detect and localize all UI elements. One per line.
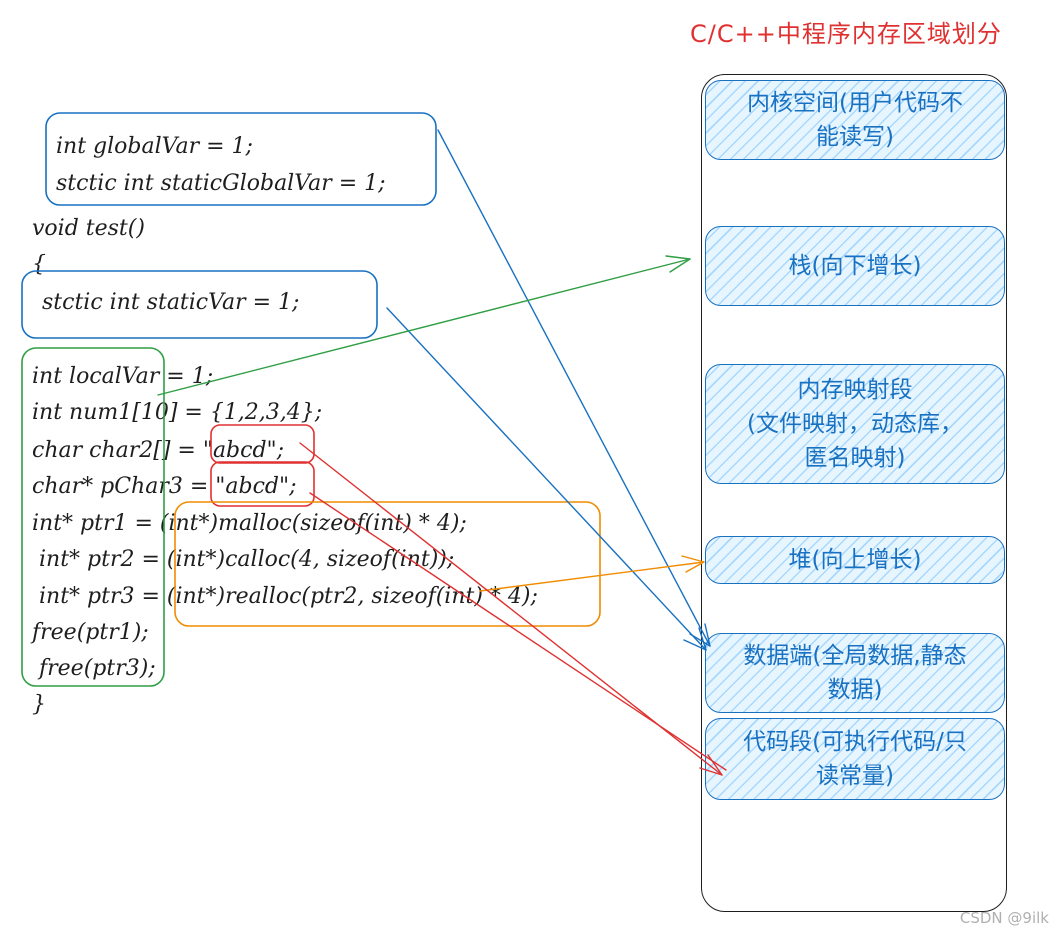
segment-heap: 堆(向上增长) [705,536,1005,584]
segment-data: 数据端(全局数据,静态数据) [705,633,1005,713]
segment-mmap-line1: 内存映射段 [797,377,913,403]
memory-layout-column [701,74,1007,912]
code-ptr2: int* ptr2 = (int*)calloc(4, sizeof(int))… [32,547,455,572]
code-num1: int num1[10] = {1,2,3,4}; [32,400,323,425]
arrow-locals-to-stack [157,255,691,396]
string-literal-box-2 [210,461,315,507]
static-var-box [21,270,378,339]
segment-code-line2: 读常量) [816,763,894,789]
arrow-alloc-to-heap [479,555,705,592]
code-char2: char char2[] = "abcd"; [32,438,285,463]
code-free1: free(ptr1); [32,620,149,645]
code-local-var: int localVar = 1; [32,364,214,389]
arrow-static-to-data [386,307,707,651]
diagram-title: C/C++中程序内存区域划分 [690,20,1002,48]
code-ptr1: int* ptr1 = (int*)malloc(sizeof(int) * 4… [32,511,467,536]
watermark-footer: CSDN @9ilk [959,909,1049,927]
segment-data-line2: 数据) [827,677,883,703]
code-free3: free(ptr3); [32,656,156,681]
arrow-globals-to-data [437,129,711,647]
segment-data-line1: 数据端(全局数据,静态 [743,643,967,669]
segment-kernel-line2: 能读写) [816,124,894,150]
code-close-brace: } [32,692,46,717]
segment-kernel-line1: 内核空间(用户代码不 [747,90,963,116]
segment-stack: 栈(向下增长) [705,226,1005,306]
code-global-var: int globalVar = 1; [56,134,253,159]
segment-mmap-line2: (文件映射，动态库， [747,411,963,437]
code-static-global-var: stctic int staticGlobalVar = 1; [56,171,386,196]
segment-kernel: 内核空间(用户代码不能读写) [705,80,1005,160]
segment-mmap: 内存映射段 (文件映射，动态库， 匿名映射) [705,364,1005,484]
segment-code-line1: 代码段(可执行代码/只 [743,729,967,755]
code-static-var: stctic int staticVar = 1; [42,290,300,315]
string-literal-box-1 [210,424,315,464]
code-pchar3: char* pChar3 = "abcd"; [32,474,297,499]
arrow-literal-to-code-2 [309,492,727,771]
segment-code: 代码段(可执行代码/只读常量) [705,718,1005,800]
local-vars-box [21,347,165,687]
segment-mmap-line3: 匿名映射) [804,445,906,471]
code-func-signature: void test() [32,216,145,241]
segment-heap-line1: 堆(向上增长) [788,547,922,573]
segment-stack-line1: 栈(向下增长) [788,253,922,279]
global-vars-box [45,112,437,206]
heap-alloc-box [174,501,601,627]
